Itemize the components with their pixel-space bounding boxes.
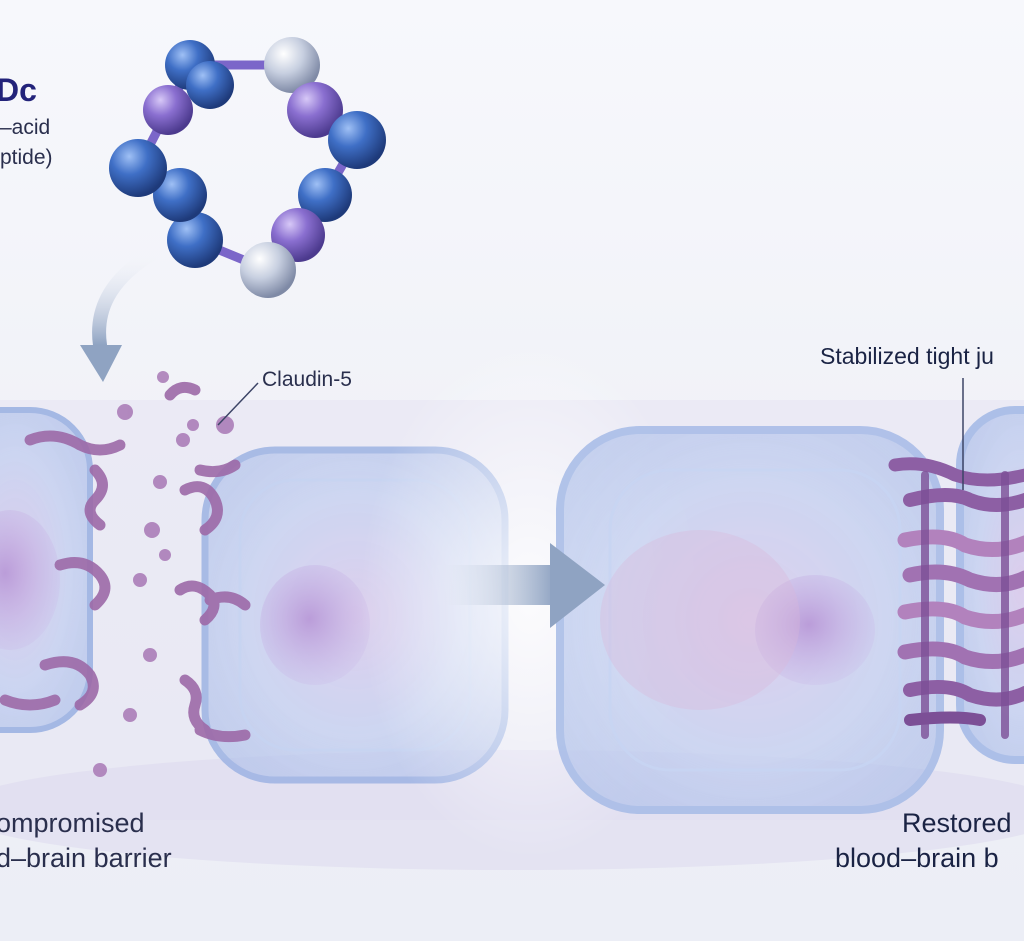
claudin-5-label: Claudin-5 — [262, 368, 352, 391]
peptide-subtitle-line-1: –acid — [0, 116, 51, 139]
peptide-subtitle-line-2: ptide) — [0, 146, 53, 169]
stabilized-tight-junction-label: Stabilized tight ju — [820, 343, 994, 369]
compromised-caption-line-1: ompromised — [0, 808, 145, 838]
left-nucleus-1 — [0, 510, 60, 650]
right-cytoplasm — [600, 530, 800, 710]
claudin-beads — [93, 371, 234, 777]
restored-caption-line-1: Restored — [902, 808, 1012, 838]
peptide-title: Dc — [0, 72, 37, 108]
right-cell-1-inner — [608, 468, 902, 772]
transition-arrow — [430, 543, 605, 628]
tight-junction-strands — [888, 457, 1024, 739]
left-nucleus-2 — [260, 565, 370, 685]
claudin-fragments — [0, 381, 251, 743]
right-nucleus-1 — [755, 575, 875, 685]
curved-arrow — [80, 248, 157, 382]
cyclic-peptide-molecule — [109, 37, 386, 298]
compromised-caption-line-2: d–brain barrier — [0, 843, 172, 873]
claudin-leader-line — [217, 382, 259, 426]
restored-caption-line-2: blood–brain b — [835, 843, 999, 873]
